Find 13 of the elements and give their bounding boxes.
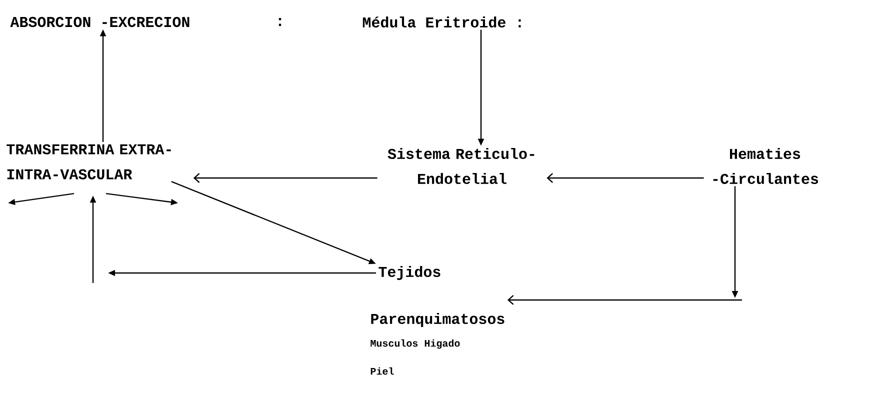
note-text: Musculos Higado	[370, 339, 460, 349]
term-label: Tejidos	[378, 266, 440, 280]
term-label: Médula Eritroide :	[362, 16, 521, 28]
separator-colon: :	[278, 18, 282, 26]
note-text: Piel	[370, 367, 394, 375]
term-label: Hematies -Circulantes	[713, 148, 818, 184]
arrow	[546, 173, 704, 183]
term-label: ABSORCION -EXCRECION	[10, 16, 190, 28]
term-label: Parenquimatosos	[371, 313, 504, 327]
arrow	[193, 173, 378, 183]
arrow	[507, 295, 742, 305]
term-label: Sistema Reticulo- Endotelial	[388, 148, 534, 184]
term-label: TRANSFERRINA EXTRA- INTRA-VASCULAR	[6, 144, 171, 180]
